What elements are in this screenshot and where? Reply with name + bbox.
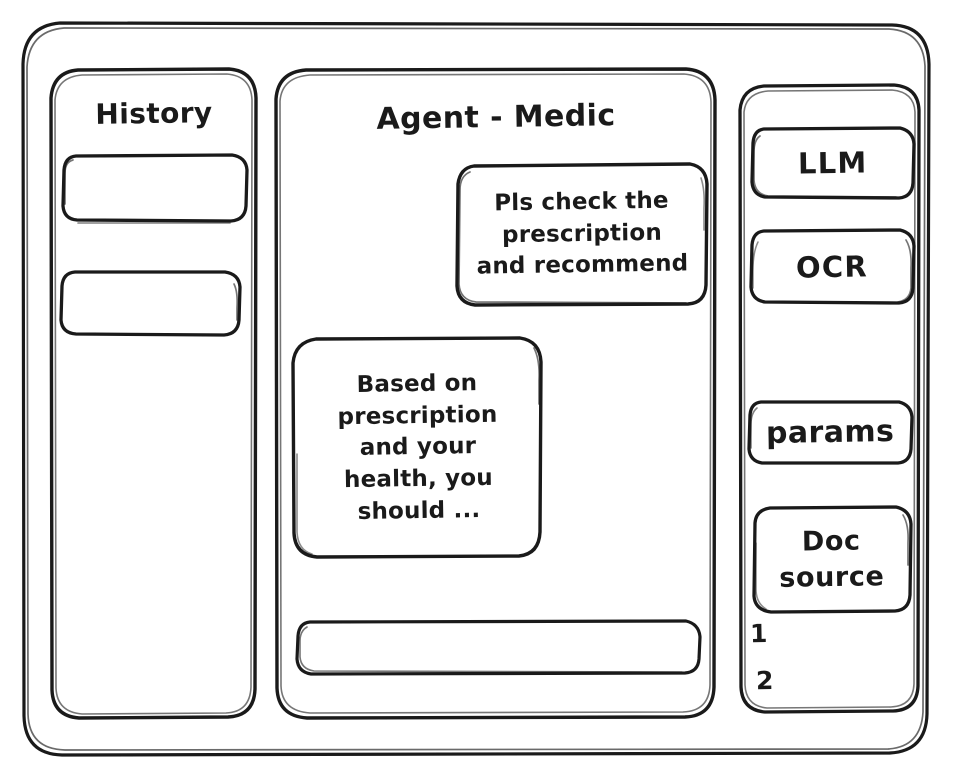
agent-chat-title: Agent - Medic [376, 98, 616, 137]
doc-source-entry-1[interactable]: 1 [749, 618, 769, 649]
history-item-2-label [58, 287, 243, 290]
message-input[interactable] [292, 617, 704, 677]
tool-ocr-label: OCR [795, 249, 869, 285]
message-bubble-agent: Based on prescription and your health, y… [288, 334, 548, 562]
message-bubble-agent-text: Based on prescription and your health, y… [337, 369, 498, 525]
history-item-1[interactable] [60, 152, 250, 224]
tool-params[interactable]: params [744, 398, 916, 468]
history-panel-title: History [95, 96, 213, 131]
history-item-2[interactable] [58, 268, 243, 338]
tool-llm-label: LLM [798, 145, 868, 181]
doc-source-label: Doc source [779, 525, 886, 594]
message-bubble-user-text: Pls check the prescription and recommend [476, 188, 689, 281]
tool-params-label: params [765, 414, 895, 452]
tool-ocr[interactable]: OCR [746, 226, 918, 308]
message-input-value [308, 630, 688, 636]
doc-source-box[interactable]: Doc source [748, 503, 916, 617]
message-bubble-user: Pls check the prescription and recommend [452, 160, 712, 310]
history-item-1-label [60, 173, 250, 176]
doc-source-entry-2[interactable]: 2 [755, 665, 775, 696]
tool-llm[interactable]: LLM [748, 124, 918, 202]
